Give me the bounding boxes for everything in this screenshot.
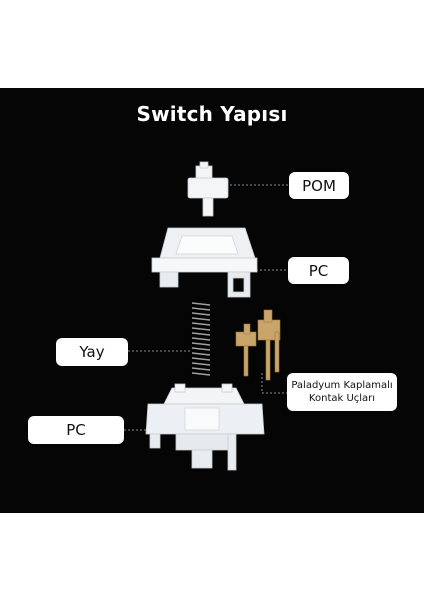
contacts-label: Paladyum Kaplamalı Kontak Uçları	[287, 373, 397, 411]
contact-leaves-part	[235, 309, 281, 381]
stem-part	[187, 161, 229, 217]
yay-label: Yay	[56, 338, 128, 366]
top-housing-part	[151, 227, 258, 298]
pc-top-label: PC	[288, 257, 349, 284]
spring-part	[191, 302, 211, 376]
contacts-label-line2: Kontak Uçları	[308, 393, 376, 404]
bottom-housing-part	[145, 383, 265, 471]
pom-label: POM	[289, 172, 349, 199]
infographic-panel: Switch Yapısı	[0, 88, 424, 513]
contacts-label-line1: Paladyum Kaplamalı	[291, 380, 393, 391]
contacts-connector-line	[261, 373, 287, 394]
pc-bottom-label: PC	[28, 416, 124, 444]
switch-exploded-illustration	[124, 161, 289, 471]
page-title: Switch Yapısı	[136, 102, 288, 126]
